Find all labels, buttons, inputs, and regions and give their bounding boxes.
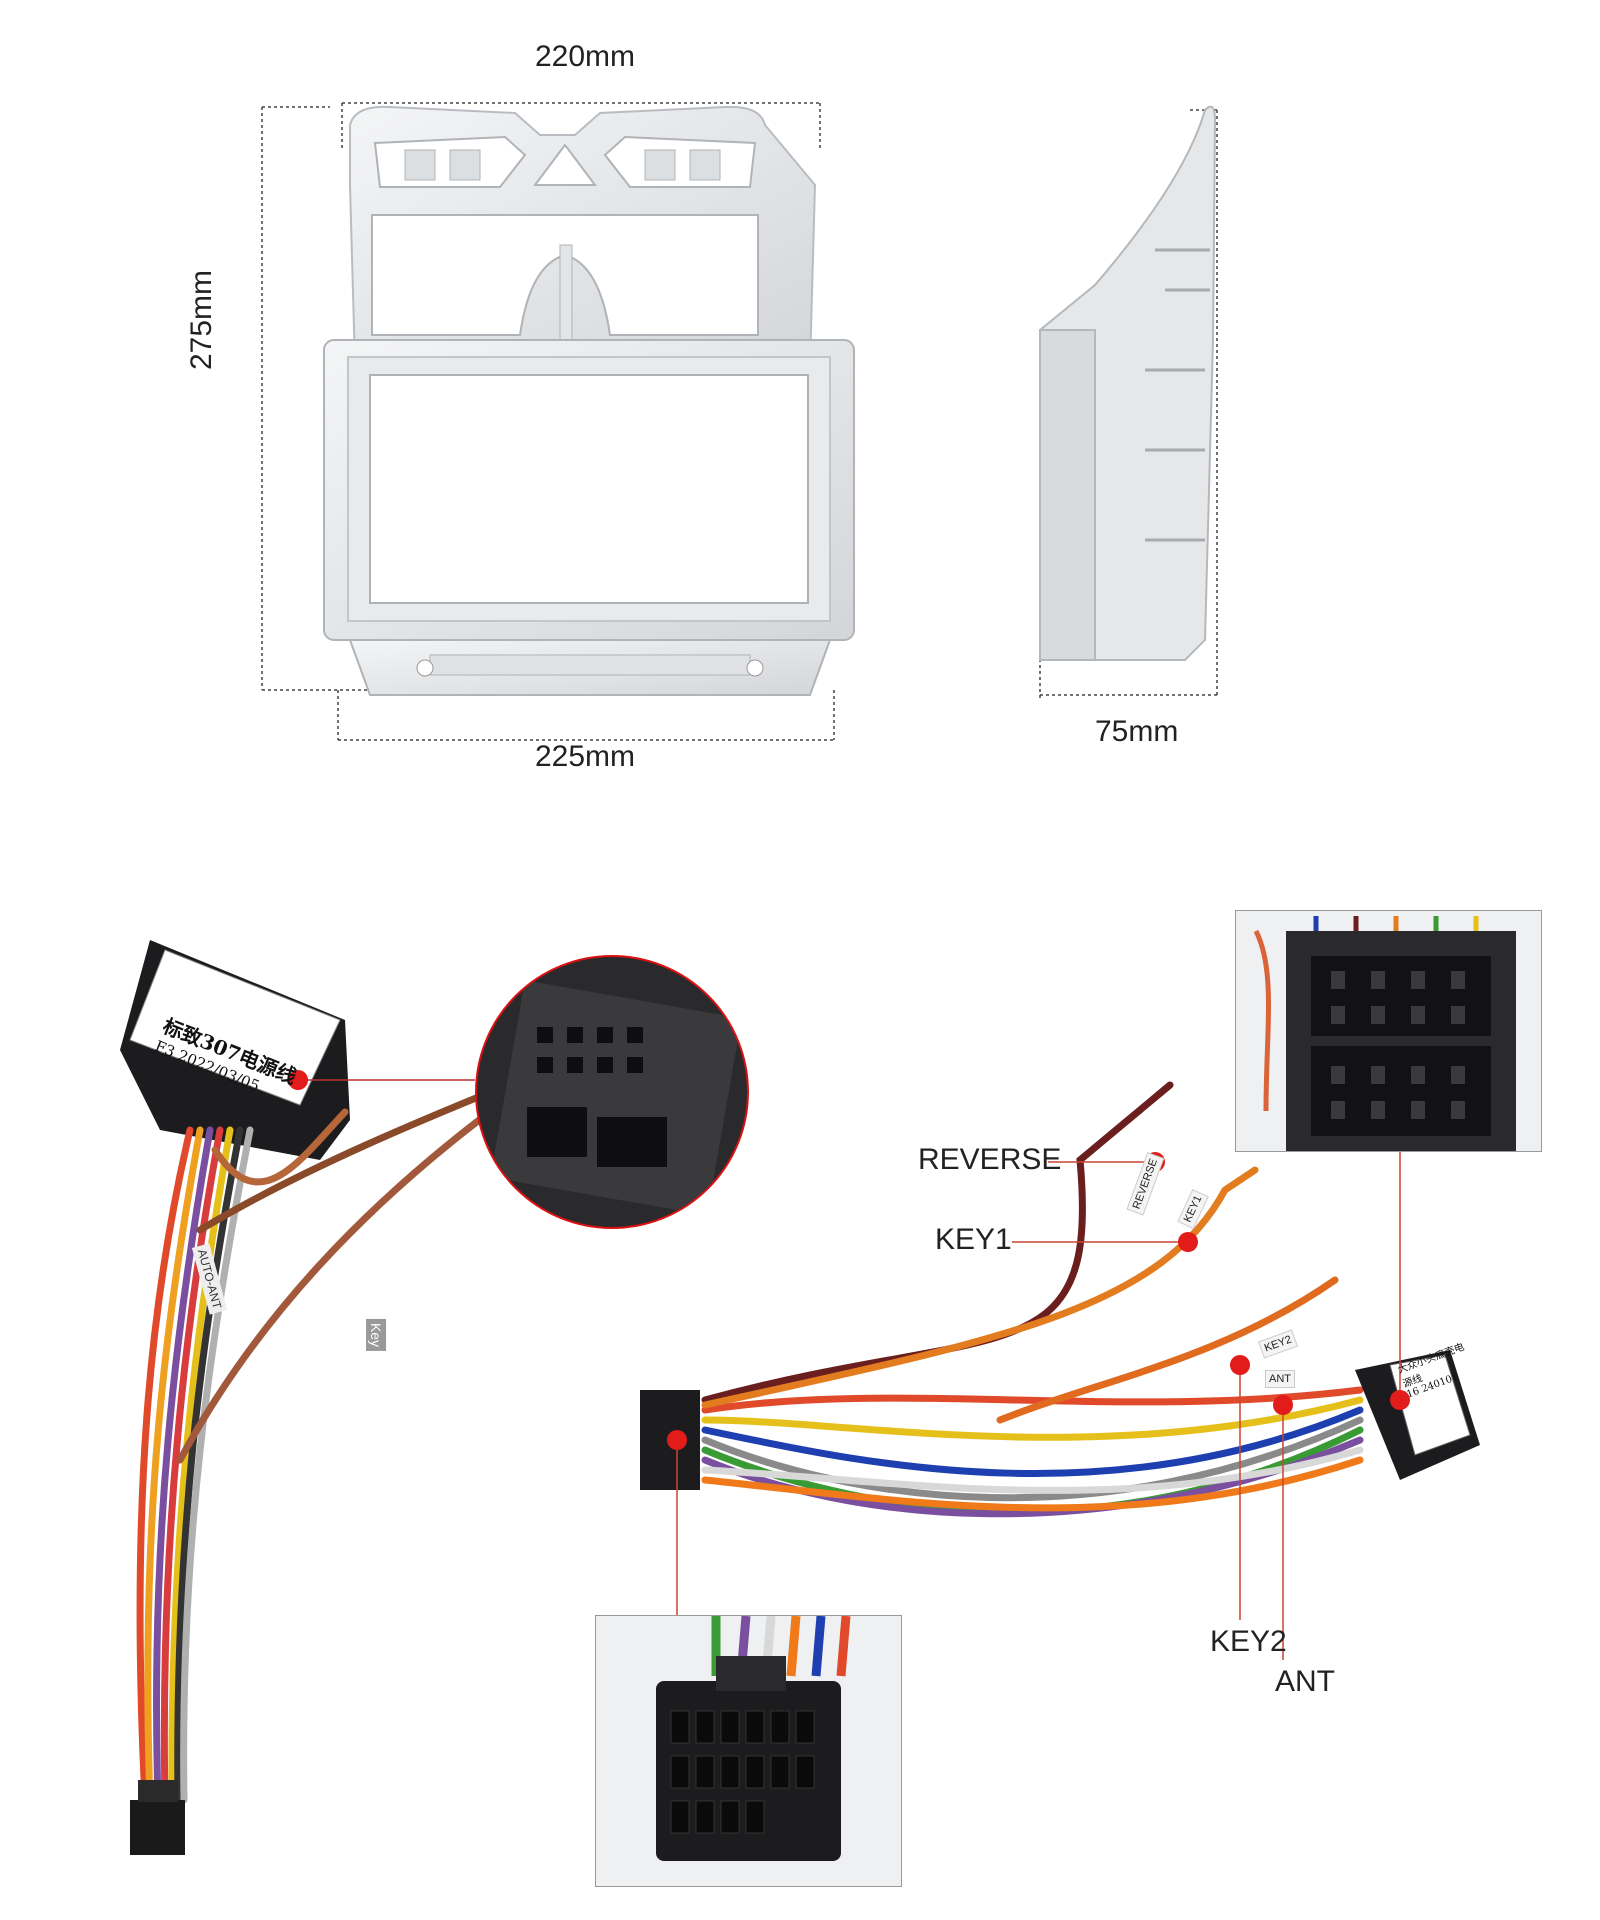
module-connector-zoom (475, 955, 749, 1229)
iso-connector-photo (1235, 910, 1542, 1152)
callout-key2: KEY2 (1210, 1625, 1287, 1658)
tag-ant: ANT (1265, 1370, 1295, 1388)
fascia-frame-side-view (1039, 105, 1217, 661)
left-harness-wires (120, 940, 549, 1855)
right-harness-wires (640, 1081, 1480, 1660)
fascia-frame-front-view (323, 105, 855, 696)
callout-reverse: REVERSE (918, 1143, 1062, 1176)
frame-diagram: 220mm 225mm 275mm 75mm (0, 0, 1600, 800)
left-harness: 标致307电源线 F3 2022/03/05 Key AUTO-ANT (0, 900, 560, 1900)
16-pin-connector-photo (595, 1615, 902, 1887)
dimension-top-width: 220mm (535, 40, 636, 73)
dimension-bottom-width: 225mm (535, 740, 636, 773)
right-harness: REVERSE KEY1 KEY2 ANT REVERSE KEY1 KEY2 … (600, 900, 1600, 1910)
dimension-depth: 75mm (1095, 715, 1179, 748)
tag-key: Key (366, 1318, 387, 1352)
callout-key1: KEY1 (935, 1223, 1012, 1256)
callout-ant: ANT (1275, 1665, 1335, 1698)
